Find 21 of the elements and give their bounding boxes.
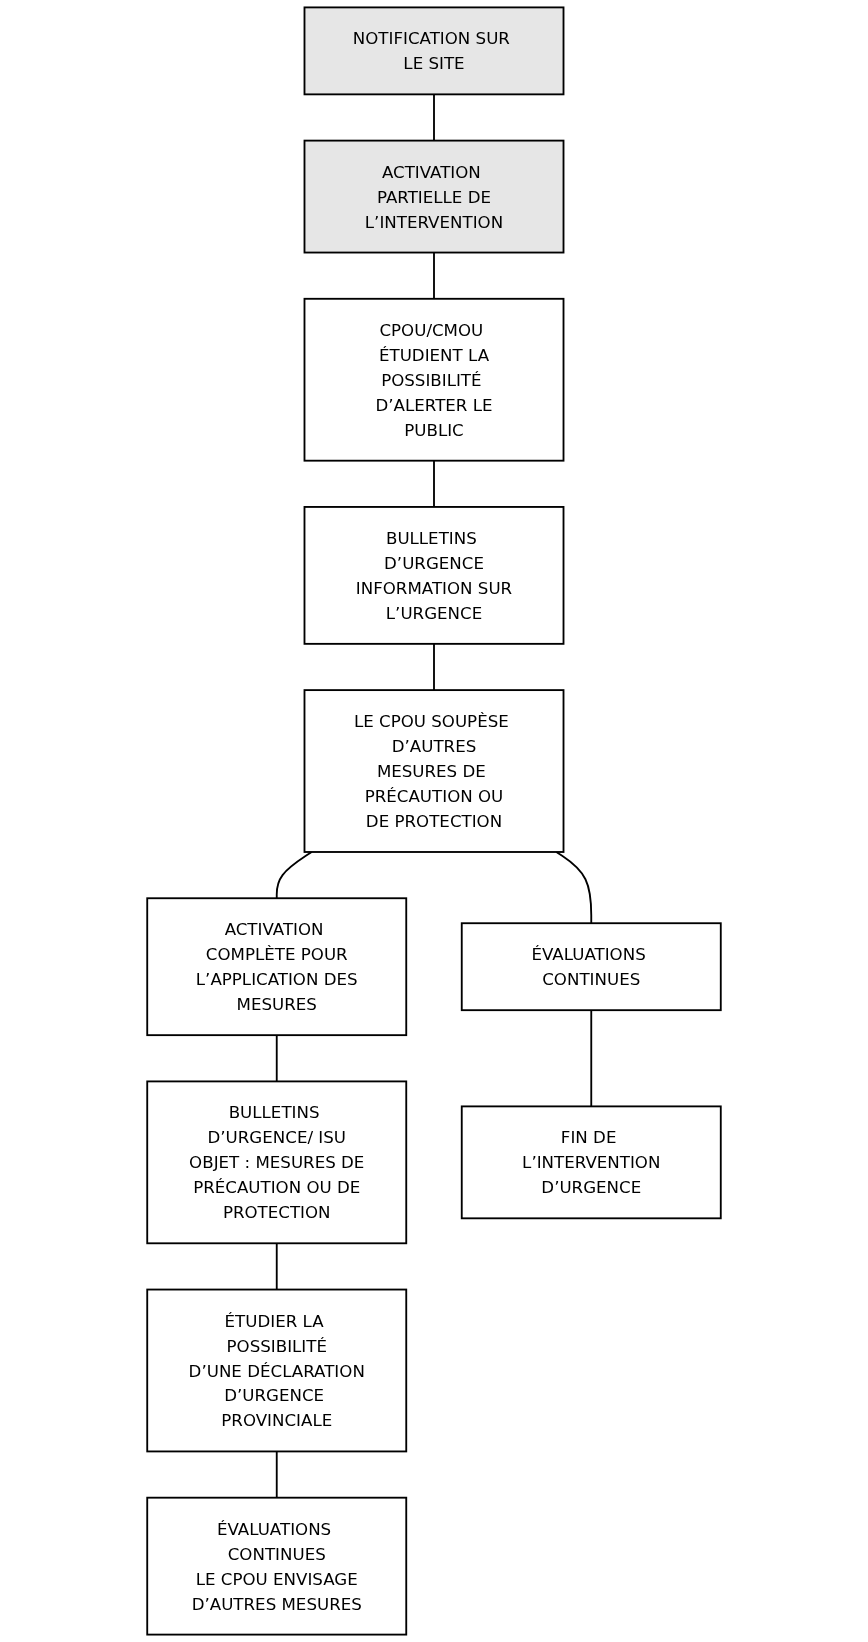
connector xyxy=(433,93,435,142)
node-box: ÉVALUATIONS CONTINUES LE CPOU ENVISAGE D’AUTRES MESURES xyxy=(146,1496,408,1636)
node-box: ACTIVATION PARTIELLE DE L’INTERVENTION xyxy=(303,139,565,254)
node-box: ÉVALUATIONS CONTINUES xyxy=(460,922,722,1012)
connector xyxy=(433,642,435,692)
node-box: FIN DE L’INTERVENTION D’URGENCE xyxy=(460,1105,722,1220)
connector xyxy=(275,1450,278,1499)
node-box: ACTIVATION COMPLÈTE POUR L’APPLICATION DES MESURES xyxy=(146,897,408,1037)
connector xyxy=(590,1009,593,1108)
node-box: BULLETINS D’URGENCE/ ISU OBJET : MESURES DE PRÉCAUTION OU DE PROTECTION xyxy=(146,1080,408,1245)
node-box: ÉTUDIER LA POSSIBILITÉ D’UNE DÉCLARATION D’URGENCE PROVINCIALE xyxy=(146,1288,408,1453)
node-box: BULLETINS D’URGENCE INFORMATION SUR L’URGENCE xyxy=(303,506,565,645)
node-box: LE CPOU SOUPÈSE D’AUTRES MESURES DE PRÉCAUTION OU DE PROTECTION xyxy=(303,689,565,853)
connector xyxy=(433,459,435,508)
node-box: NOTIFICATION SUR LE SITE xyxy=(303,6,565,96)
connector xyxy=(275,1242,278,1291)
connector xyxy=(275,1034,278,1083)
connector xyxy=(555,851,593,925)
connector xyxy=(275,851,313,900)
connector xyxy=(433,251,435,300)
node-box: CPOU/CMOU ÉTUDIENT LA POSSIBILITÉ D’ALERTER LE PUBLIC xyxy=(303,297,565,462)
